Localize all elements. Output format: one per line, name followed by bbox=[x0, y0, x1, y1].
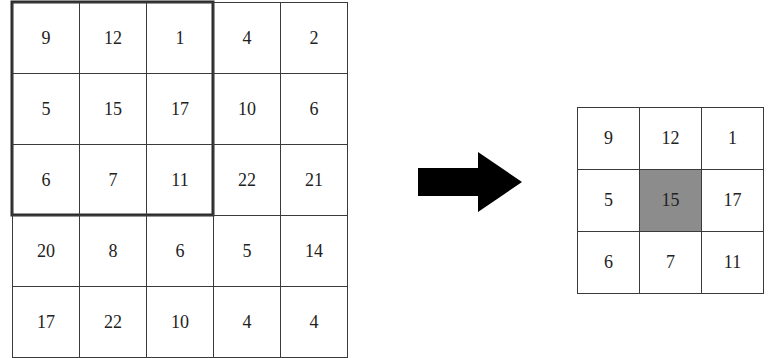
table-cell: 15 bbox=[79, 73, 147, 145]
table-cell: 22 bbox=[213, 144, 281, 216]
table-cell: 12 bbox=[639, 107, 702, 170]
window-frame bbox=[12, 2, 213, 215]
table-cell: 5 bbox=[12, 73, 80, 145]
table-cell: 15 bbox=[639, 169, 702, 232]
table-cell: 6 bbox=[577, 231, 640, 294]
table-cell: 21 bbox=[280, 144, 348, 216]
table-cell: 9 bbox=[12, 2, 80, 74]
table-cell: 8 bbox=[79, 215, 147, 287]
table-cell: 1 bbox=[146, 2, 214, 74]
block-arrow bbox=[418, 152, 522, 212]
table-cell: 11 bbox=[146, 144, 214, 216]
table-cell: 22 bbox=[79, 286, 147, 358]
table-cell: 10 bbox=[213, 73, 281, 145]
table-cell: 20 bbox=[12, 215, 80, 287]
table-cell: 7 bbox=[639, 231, 702, 294]
table-cell: 4 bbox=[213, 286, 281, 358]
table-cell: 4 bbox=[213, 2, 281, 74]
table-cell: 5 bbox=[213, 215, 281, 287]
table-cell: 2 bbox=[280, 2, 348, 74]
table-cell: 11 bbox=[701, 231, 764, 294]
table-cell: 6 bbox=[12, 144, 80, 216]
table-cell: 12 bbox=[79, 2, 147, 74]
table-cell: 17 bbox=[146, 73, 214, 145]
table-cell: 17 bbox=[12, 286, 80, 358]
table-cell: 10 bbox=[146, 286, 214, 358]
table-cell: 6 bbox=[146, 215, 214, 287]
table-cell: 9 bbox=[577, 107, 640, 170]
table-cell: 1 bbox=[701, 107, 764, 170]
table-cell: 14 bbox=[280, 215, 348, 287]
table-cell: 4 bbox=[280, 286, 348, 358]
table-cell: 17 bbox=[701, 169, 764, 232]
table-cell: 5 bbox=[577, 169, 640, 232]
table-cell: 6 bbox=[280, 73, 348, 145]
table-cell: 7 bbox=[79, 144, 147, 216]
